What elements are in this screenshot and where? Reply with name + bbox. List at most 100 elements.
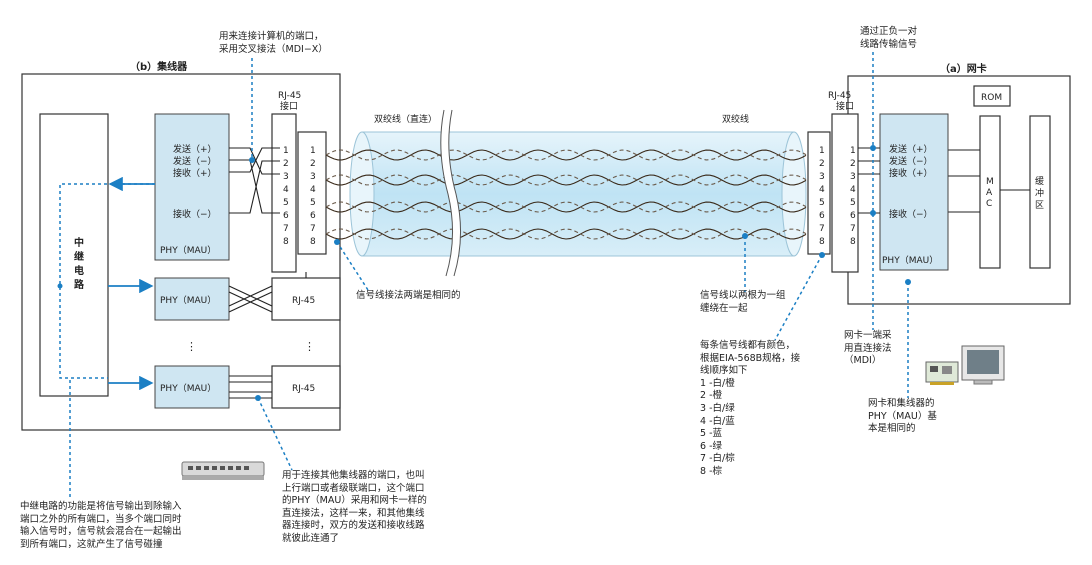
nic-plug-pin-4: 4: [819, 185, 825, 195]
nic-plug-pin-1: 1: [819, 146, 825, 156]
hub-device-icon: [181, 461, 265, 480]
hub-phy-2-label: PHY（MAU）: [160, 295, 216, 306]
nic-port-label: RJ-45 接口: [828, 91, 854, 112]
annotation-relay-line-3: 输入信号时，信号就会混合在一起输出: [20, 526, 182, 538]
hub-port-pin-5: 5: [283, 198, 289, 208]
cable-left-label: 双绞线（直连）: [374, 113, 437, 125]
hub-straight-wire-port3: [229, 375, 272, 399]
twisted-pair-4-strand-2: [325, 228, 807, 240]
hub-plug-pin-2: 2: [310, 159, 316, 169]
nic-phy-line-2: 发送（−）: [889, 155, 933, 167]
nic-title: （a）网卡: [940, 62, 987, 75]
nic-rom-label: ROM: [981, 93, 1002, 103]
hub-rj45-a-label: RJ-45: [292, 296, 315, 306]
annotation-uplink-line-5: 器连接时，双方的发送和接收线路: [282, 520, 425, 532]
hub-plug-pin-5: 5: [310, 198, 316, 208]
annotation-pair-line-2: 缠绕在一起: [700, 302, 748, 314]
hub-phy-line-1: 发送（+）: [173, 143, 217, 155]
annotation-uplink-line-1: 用于连接其他集线器的端口，也叫: [282, 470, 425, 481]
leader-pair-dot: [742, 233, 748, 239]
hub-phy-line-3: 接收（+）: [173, 167, 217, 179]
nic-port-pin-2: 2: [850, 159, 856, 169]
annotation-relay-line-2: 端口之外的所有端口，当多个端口同时: [20, 513, 182, 525]
annotation-relay-line-1: 中继电路的功能是将信号输出到除输入: [20, 501, 182, 512]
nic-port-pin-1: 1: [850, 146, 856, 156]
hub-rj45-b-label: RJ-45: [292, 384, 315, 394]
annotation-colors-line-9: 6 -绿: [700, 440, 722, 452]
hub-phy-3: [154, 365, 230, 409]
annotation-diff-line-1: 通过正负一对: [860, 26, 918, 37]
hub-ellipsis-2: ⋮: [304, 340, 315, 353]
annotation-mdix-line-2: 采用交叉接法（MDI−X）: [219, 43, 328, 55]
nic-plug-pin-5: 5: [819, 198, 825, 208]
relay-dot: [57, 283, 63, 289]
annotation-diff: 通过正负一对线路传输信号: [860, 26, 917, 51]
annotation-colors-line-7: 4 -白/蓝: [700, 415, 735, 427]
annotation-colors-line-5: 2 -橙: [700, 390, 722, 402]
annotation-pair: 信号线以两根为一组缠绕在一起: [700, 290, 786, 315]
cable-break-gap: [440, 109, 461, 278]
hub-port-frame: [271, 113, 297, 273]
twisted-pairs: [325, 149, 807, 240]
hub-plug-pin-6: 6: [310, 211, 316, 221]
annotation-colors-line-10: 7 -白/棕: [700, 453, 735, 465]
nic-plug-pin-2: 2: [819, 159, 825, 169]
cable-break-line-a: [440, 109, 453, 277]
hub-phy-3-label: PHY（MAU）: [160, 383, 216, 394]
nic-plug-pin-6: 6: [819, 211, 825, 221]
nic-card-icon: [925, 361, 959, 385]
relay-circuit-label: 中 继 电 路: [74, 236, 87, 291]
leader-colors-dot: [819, 252, 825, 258]
annotation-mdix-line-1: 用来连接计算机的端口，: [219, 31, 324, 42]
hub-cross-wire-4: [229, 160, 280, 214]
twisted-pair-2-strand-2: [325, 174, 807, 186]
cable-end-right: [781, 131, 807, 257]
nic-buffer-label: 缓 冲 区: [1035, 175, 1047, 211]
nic-port-pin-7: 7: [850, 224, 856, 234]
annotation-colors-line-1: 每条信号线都有颜色，: [700, 340, 796, 351]
twisted-pair-1-strand-2: [325, 149, 807, 161]
twisted-pair-1-strand-1: [325, 149, 807, 161]
nic-phy: [879, 113, 949, 271]
nic-phy-line-3: 接收（+）: [889, 167, 933, 179]
annotation-relay: 中继电路的功能是将信号输出到除输入端口之外的所有端口，当多个端口同时输入信号时，…: [20, 501, 182, 551]
hub-phy-main: [154, 113, 230, 261]
leader-uplink-dot: [255, 395, 261, 401]
annotation-relay-line-4: 到所有端口，这就产生了信号碰撞: [20, 538, 163, 550]
hub-rj45-port-a: [271, 277, 341, 321]
annotation-mdix: 用来连接计算机的端口，采用交叉接法（MDI−X）: [219, 31, 328, 56]
hub-port-label: RJ-45 接口: [278, 91, 304, 112]
nic-phy-line-1: 发送（+）: [889, 143, 933, 155]
nic-port-pin-6: 6: [850, 211, 856, 221]
nic-mac: [979, 115, 1001, 269]
nic-straight-wires: [858, 147, 880, 214]
leader-same-ends-dot: [334, 239, 340, 245]
annotation-same-phy-line-2: PHY（MAU）基: [868, 410, 937, 422]
hub-port-pin-3: 3: [283, 172, 289, 182]
annotation-colors-line-11: 8 -棕: [700, 465, 722, 477]
nic-rom: [973, 85, 1011, 107]
hub-plug-pin-7: 7: [310, 224, 316, 234]
nic-port-pin-5: 5: [850, 198, 856, 208]
hub-port-pin-1: 1: [283, 146, 289, 156]
annotation-mdi-line-1: 网卡一端采: [844, 330, 892, 341]
leader-colors: [774, 254, 823, 341]
nic-phy-line-4: 接收（−）: [889, 208, 933, 220]
hub-port-pin-4: 4: [283, 185, 289, 195]
hub-cross-wire-3: [229, 147, 280, 173]
annotation-colors-line-3: 线顺序如下: [700, 365, 748, 377]
leader-same-phy-dot: [905, 279, 911, 285]
nic-port-frame: [831, 113, 859, 273]
cable-break-line-b: [448, 109, 461, 277]
annotation-same-phy-line-3: 本是相同的: [868, 423, 916, 435]
hub-phy-line-4: 接收（−）: [173, 208, 217, 220]
nic-plug: [807, 131, 831, 255]
twisted-pair-3-strand-2: [325, 201, 807, 213]
relay-signal-path: [59, 183, 155, 379]
leader-diff-dot-2: [870, 210, 876, 216]
hub-plug-pin-8: 8: [310, 237, 316, 247]
